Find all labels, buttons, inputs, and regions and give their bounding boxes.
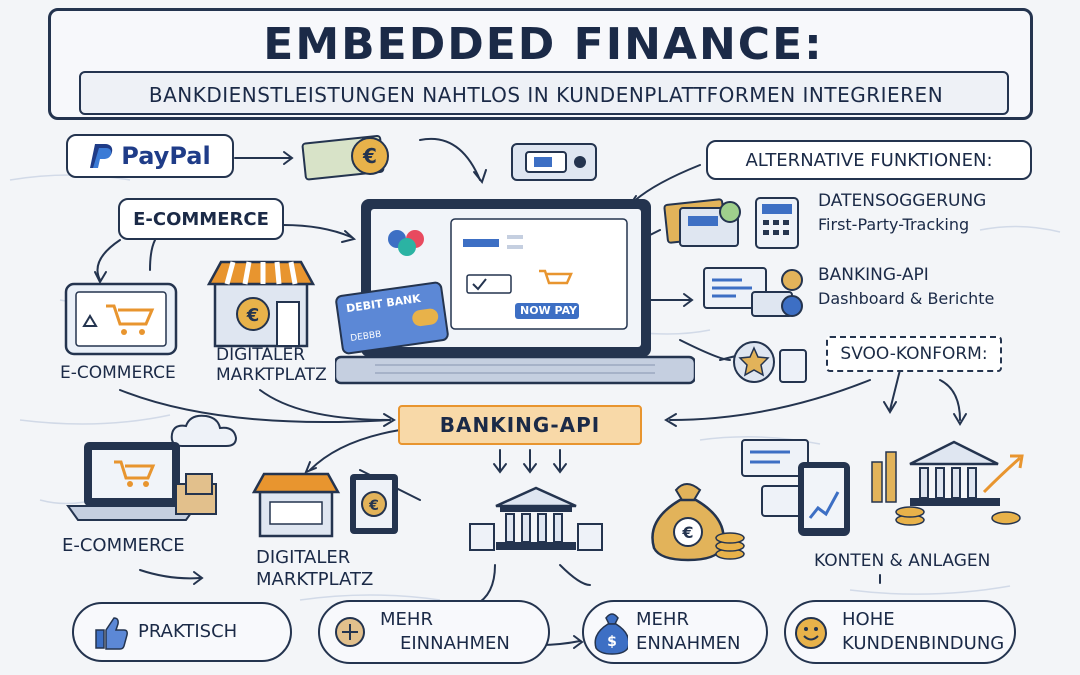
accounts-label: KONTEN & ANLAGEN — [814, 551, 991, 571]
benefit-more-income-line1: MEHR — [636, 609, 689, 630]
title-banner: EMBEDDED FINANCE: BANKDIENSTLEISTUNGEN N… — [48, 8, 1033, 120]
ecommerce-chip-label: E-COMMERCE — [133, 208, 269, 230]
benefit-loyalty-line2: KUNDENBINDUNG — [842, 633, 1005, 654]
money-bag-icon: € — [651, 483, 745, 562]
item1-subtitle: First-Party-Tracking — [818, 215, 970, 234]
debit-card-number: DEBBB — [349, 329, 383, 344]
ecommerce-chip: E-COMMERCE — [118, 198, 284, 240]
paypal-chip: PayPal — [66, 134, 234, 178]
benefit-more-revenue: MEHR EINNAHMEN — [318, 600, 550, 664]
benefit-practical: PRAKTISCH — [72, 602, 292, 662]
money-bag-small-icon: $ — [594, 613, 628, 655]
ecommerce-label-bottom: E-COMMERCE — [62, 535, 185, 556]
benefit-more-revenue-line2: EINNAHMEN — [400, 633, 510, 654]
now-pay-button[interactable]: NOW PAY — [520, 304, 577, 317]
smiley-icon — [795, 617, 827, 649]
svoo-label: SVOO-KONFORM: — [840, 344, 988, 364]
svg-text:€: € — [362, 144, 377, 168]
alternative-features-title: ALTERNATIVE FUNKTIONEN: — [745, 149, 993, 171]
item2-subtitle: Dashboard & Berichte — [818, 289, 995, 308]
card-chip-icon — [411, 307, 440, 328]
ecommerce-label-top: E-COMMERCE — [60, 363, 176, 383]
banking-api-label: BANKING-API — [439, 413, 601, 437]
svoo-compliance-chip: SVOO-KONFORM: — [826, 336, 1002, 372]
banking-api-box: BANKING-API — [398, 405, 642, 445]
star-badge-icon — [733, 341, 807, 383]
bank-icon — [469, 486, 603, 551]
benefit-loyalty: HOHE KUNDENBINDUNG — [784, 600, 1016, 664]
card-terminal-icon — [511, 143, 597, 181]
svg-text:€: € — [368, 498, 379, 514]
cloud-icon — [170, 414, 238, 447]
subtitle-box: BANKDIENSTLEISTUNGEN NAHTLOS IN KUNDENPL… — [79, 71, 1009, 115]
svg-text:€: € — [681, 523, 693, 542]
marketplace-label-bottom-2: MARKTPLATZ — [256, 569, 374, 590]
store-icon: € — [206, 260, 316, 348]
store-bottom-icon: € — [252, 472, 398, 538]
laptop-cart-icon — [66, 442, 217, 521]
item1-title: DATENSOGGERUNG — [818, 191, 987, 211]
svg-text:€: € — [246, 305, 260, 326]
page-title: EMBEDDED FINANCE: — [263, 19, 824, 70]
tablet-cart-icon — [64, 282, 178, 356]
benefit-loyalty-line1: HOHE — [842, 609, 895, 630]
accounts-investments-icon — [741, 439, 1024, 536]
marketplace-label-top-2: MARKTPLATZ — [216, 365, 327, 385]
item2-title: BANKING-API — [818, 265, 929, 285]
marketplace-label-top-1: DIGITALER — [216, 345, 306, 365]
money-bill-icon: € — [301, 135, 389, 181]
paypal-logo-icon — [90, 144, 113, 168]
coin-hand-icon — [335, 617, 365, 647]
marketplace-label-bottom-1: DIGITALER — [256, 547, 351, 568]
thumbs-up-icon — [95, 617, 128, 650]
benefit-more-revenue-line1: MEHR — [380, 609, 433, 630]
benefit-practical-label: PRAKTISCH — [138, 621, 238, 642]
dashboard-icon — [703, 267, 803, 317]
benefit-more-income: $ MEHR ENNAHMEN — [582, 600, 768, 664]
svg-text:$: $ — [607, 634, 617, 650]
paypal-label: PayPal — [121, 142, 211, 170]
payment-cards-icon — [663, 197, 799, 249]
alternative-features-chip: ALTERNATIVE FUNKTIONEN: — [706, 140, 1032, 180]
debit-card-text: DEBIT BANK — [345, 291, 422, 316]
laptop-icon — [335, 199, 695, 385]
page-subtitle: BANKDIENSTLEISTUNGEN NAHTLOS IN KUNDENPL… — [148, 83, 944, 107]
benefit-more-income-line2: ENNAHMEN — [636, 633, 741, 654]
